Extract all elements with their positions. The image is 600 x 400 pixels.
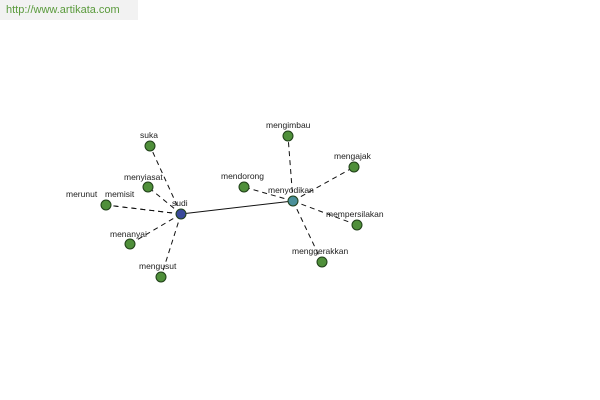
edge-sudi-mengusut bbox=[160, 213, 182, 278]
node-mempersilakan[interactable] bbox=[351, 219, 363, 231]
label-mendorong: mendorong bbox=[221, 171, 264, 181]
edge-sudi-memisit bbox=[105, 204, 182, 215]
label-mengajak: mengajak bbox=[334, 151, 372, 161]
labels-layer: suka menyiasat merunut memisit menanyai mengu… bbox=[66, 120, 384, 271]
node-mengusut[interactable] bbox=[155, 271, 167, 283]
label-menggerakkan: menggerakkan bbox=[292, 246, 349, 256]
edge-sudi-menanyai bbox=[129, 213, 182, 245]
label-memisit: memisit bbox=[105, 189, 135, 199]
edge-menyodikan-mengajak bbox=[292, 166, 355, 202]
node-suka[interactable] bbox=[144, 140, 156, 152]
node-menggerakkan[interactable] bbox=[316, 256, 328, 268]
edge-sudi-menyiasat bbox=[147, 186, 182, 215]
node-mengimbau[interactable] bbox=[282, 130, 294, 142]
edge-sudi-suka bbox=[149, 145, 182, 215]
nodes-layer bbox=[100, 130, 363, 283]
label-mempersilakan: mempersilakan bbox=[326, 209, 384, 219]
node-mendorong[interactable] bbox=[238, 181, 250, 193]
edge-menyodikan-mempersilakan bbox=[292, 200, 358, 226]
label-menyiasat: menyiasat bbox=[124, 172, 163, 182]
label-menanyai: menanyai bbox=[110, 229, 147, 239]
node-merunut[interactable] bbox=[100, 199, 112, 211]
label-merunut: merunut bbox=[66, 189, 98, 199]
node-menyodikan[interactable] bbox=[287, 195, 299, 207]
edge-menyodikan-mengimbau bbox=[287, 135, 294, 202]
node-sudi[interactable] bbox=[175, 208, 187, 220]
edges-layer bbox=[105, 135, 358, 278]
label-mengusut: mengusut bbox=[139, 261, 177, 271]
node-menyiasat[interactable] bbox=[142, 181, 154, 193]
node-menanyai[interactable] bbox=[124, 238, 136, 250]
label-sudi: sudi bbox=[172, 198, 188, 208]
watermark-url[interactable]: http://www.artikata.com bbox=[0, 0, 138, 20]
edge-hub-link bbox=[180, 200, 294, 215]
label-mengimbau: mengimbau bbox=[266, 120, 311, 130]
label-suka: suka bbox=[140, 130, 158, 140]
node-mengajak[interactable] bbox=[348, 161, 360, 173]
edge-menyodikan-menggerakkan bbox=[292, 200, 323, 263]
label-menyodikan: menyodikan bbox=[268, 185, 314, 195]
